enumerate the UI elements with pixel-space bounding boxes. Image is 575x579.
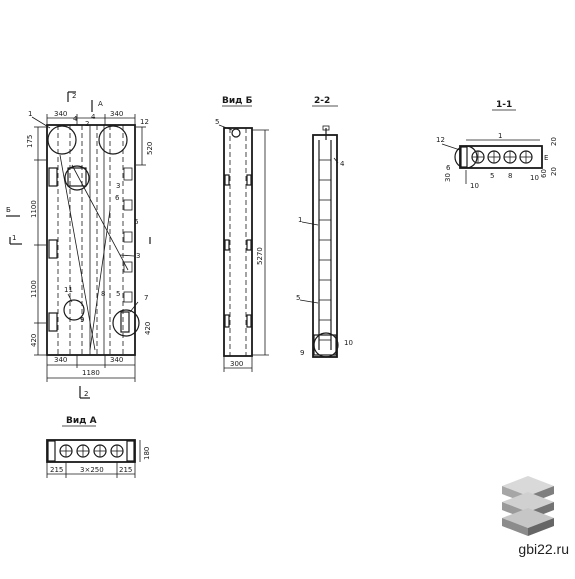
section-1-1-outline xyxy=(459,145,543,169)
panel-outline xyxy=(46,124,136,356)
section-2-2: 2-2 4 1 5 9 10 xyxy=(296,96,353,358)
sec11-callout-6: 6 xyxy=(446,164,451,172)
view-a-dim-right: 215 xyxy=(119,466,132,474)
site-watermark: gbi22.ru xyxy=(518,541,569,557)
section-1-label: 1 xyxy=(12,234,16,242)
callout-6b: 6 xyxy=(134,218,139,226)
section-2-bottom-label: 2 xyxy=(84,390,88,398)
sec11-callout-e: Е xyxy=(544,154,548,162)
sec22-callout-9: 9 xyxy=(300,349,304,357)
view-a-dim-side: 180 xyxy=(143,447,151,460)
callout-5: 5 xyxy=(116,290,120,298)
view-b-dim-width: 300 xyxy=(230,360,243,368)
detail-circle-7 xyxy=(112,309,140,337)
callout-6a: 6 xyxy=(115,194,120,202)
sec11-callout-5: 5 xyxy=(490,172,494,180)
dim-1100-upper: 1100 xyxy=(30,200,38,218)
callout-3a: 3 xyxy=(116,182,120,190)
sec11-dim-20a: 20 xyxy=(550,137,558,146)
sec22-callout-5: 5 xyxy=(296,294,300,302)
detail-circle-top-left xyxy=(47,125,77,155)
view-b-title: Вид Б xyxy=(222,96,253,106)
dim-520: 520 xyxy=(146,142,154,155)
detail-circle-top-right xyxy=(98,125,128,155)
section-2-2-title: 2-2 xyxy=(314,96,330,106)
view-b: Вид Б 5 5270 300 xyxy=(215,96,269,372)
view-a-dim-left: 215 xyxy=(50,466,63,474)
rebar-ties xyxy=(319,159,331,341)
section-a-label: А xyxy=(98,100,103,108)
callout-12: 12 xyxy=(140,118,149,126)
sec11-dim-60: 60 xyxy=(540,169,548,178)
callout-1: 1 xyxy=(28,110,32,118)
view-b-outline xyxy=(223,127,253,357)
view-a-dim-mid: 3×250 xyxy=(80,466,104,474)
section-2-top-label: 2 xyxy=(72,92,76,100)
callout-11: 11 xyxy=(64,286,73,294)
dim-bottom-right: 340 xyxy=(110,356,123,364)
sec22-callout-4: 4 xyxy=(340,160,345,168)
sec22-callout-1: 1 xyxy=(298,216,302,224)
sec11-dim-30: 30 xyxy=(444,173,452,182)
callout-2: 2 xyxy=(85,120,89,128)
callout-4a: 4 xyxy=(73,115,78,123)
sec11-dim-20b: 20 xyxy=(550,167,558,176)
detail-circle-plate xyxy=(64,165,90,191)
dim-175: 175 xyxy=(26,135,34,148)
callout-7: 7 xyxy=(144,294,148,302)
sec11-callout-1: 1 xyxy=(498,132,502,140)
callout-4b: 4 xyxy=(91,113,96,121)
sec11-callout-12: 12 xyxy=(436,136,445,144)
view-a-outline xyxy=(46,439,136,463)
view-b-dim-height: 5270 xyxy=(256,247,264,265)
dim-420: 420 xyxy=(30,334,38,347)
sec11-callout-8: 8 xyxy=(508,172,512,180)
section-2-2-outline xyxy=(312,134,338,358)
dim-420-right: 420 xyxy=(144,322,152,335)
view-a-title: Вид А xyxy=(66,416,97,426)
dim-top-left: 340 xyxy=(54,110,67,118)
view-b-callout-5: 5 xyxy=(215,118,219,126)
sec11-dim-10: 10 xyxy=(530,174,539,182)
dim-top-right: 340 xyxy=(110,110,123,118)
callout-9: 9 xyxy=(80,316,84,324)
detail-circle-11 xyxy=(63,299,85,321)
sec11-callout-10: 10 xyxy=(470,182,479,190)
view-a: Вид А 215 3×250 215 180 xyxy=(46,416,151,478)
dim-bottom-left: 340 xyxy=(54,356,67,364)
dim-total-width: 1180 xyxy=(82,369,100,377)
gbi-logo-icon xyxy=(502,476,554,536)
callout-3b: 3 xyxy=(136,252,140,260)
section-1-1: 1-1 1 12 6 5 8 10 Е 20 20 60 10 30 xyxy=(436,100,558,190)
callout-8: 8 xyxy=(101,290,105,298)
section-b-label: Б xyxy=(6,206,11,214)
section-1-1-title: 1-1 xyxy=(496,100,512,110)
dim-1100-lower: 1100 xyxy=(30,280,38,298)
main-panel-elevation: 340 340 А 2 520 175 1100 1100 420 420 1 … xyxy=(6,91,154,399)
sec22-callout-10: 10 xyxy=(344,339,353,347)
